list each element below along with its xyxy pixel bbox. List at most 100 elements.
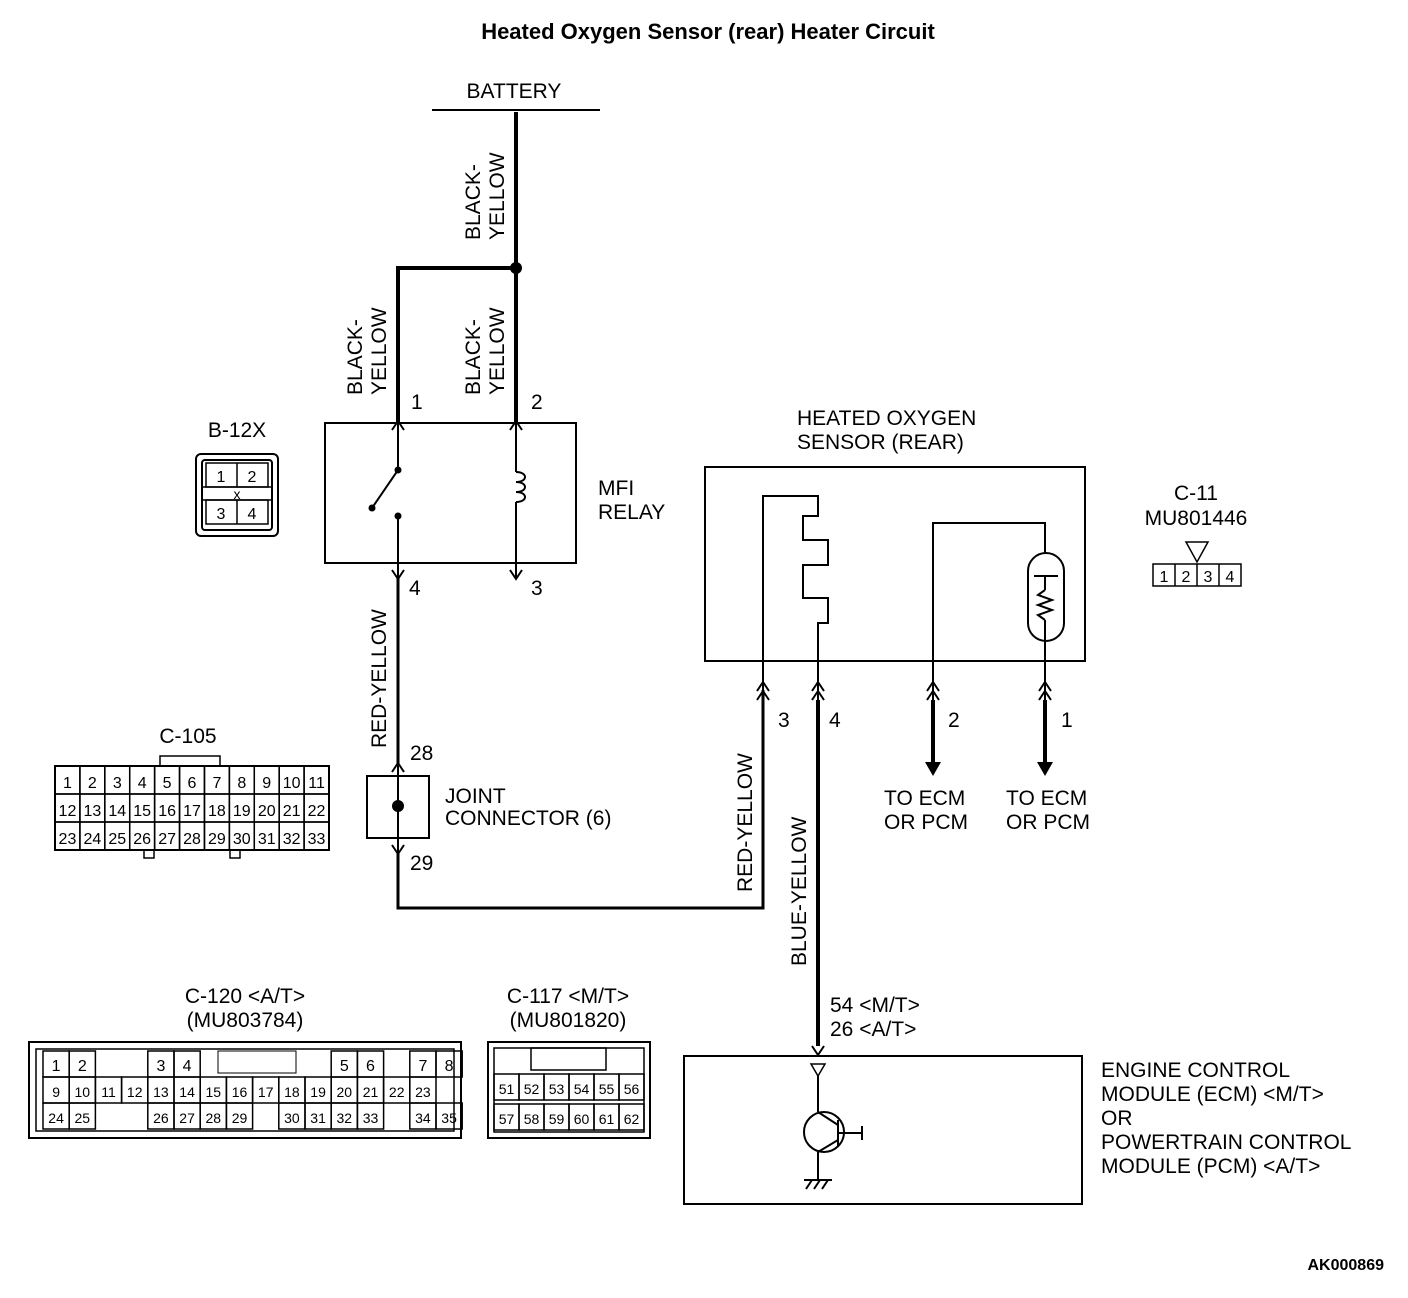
connector-pin-label: 2 [78,1058,87,1075]
c120-part: (MU803784) [187,1009,304,1032]
relay-label-2: RELAY [598,501,665,524]
connector-pin-label: 12 [59,803,77,820]
connector-pin-label: 11 [308,775,325,792]
connector-pin-label: 14 [108,803,126,820]
connector-pin-label: 6 [366,1058,375,1075]
connector-pin-label: 28 [183,831,201,848]
connector-pin-label: 35 [441,1110,457,1126]
connector-pin-label: 16 [232,1084,248,1100]
connector-pin-label: 51 [499,1081,515,1097]
ecm-module: ENGINE CONTROL MODULE (ECM) <M/T> OR POW… [683,1045,1351,1205]
connector-pin-label: 25 [108,831,126,848]
svg-text:3: 3 [217,506,226,523]
connector-pin-label: 15 [206,1084,222,1100]
battery-label: BATTERY [467,80,562,103]
connector-pin-label: 16 [158,803,176,820]
joint-pin-29: 29 [410,852,433,875]
relay-pin-3: 3 [531,577,543,600]
wire-label-sensor-to-ecm: BLUE-YELLOW [788,816,811,966]
relay-label-1: MFI [598,477,634,500]
wire-label-joint-to-sensor: RED-YELLOW [734,753,757,892]
connector-pin-label: 22 [389,1084,405,1100]
wire-label-relay-to-joint: RED-YELLOW [368,609,391,748]
connector-pin-label: 58 [524,1111,540,1127]
connector-pin-label: 53 [549,1081,565,1097]
diagram-code: AK000869 [1308,1257,1385,1274]
connector-cell [435,1102,463,1130]
sensor-pin-4: 4 [829,709,841,732]
connector-pin-label: 29 [232,1110,248,1126]
connector-pin-label: 13 [153,1084,169,1100]
connector-pin-label: 5 [163,775,172,792]
svg-text:26 <A/T>: 26 <A/T> [830,1018,916,1041]
connector-pin-label: 29 [208,831,226,848]
connector-pin-label: 27 [158,831,176,848]
connector-pin-label: 18 [208,803,226,820]
svg-text:1: 1 [217,469,226,486]
connector-pin-label: 19 [233,803,251,820]
connector-pin-label: 5 [340,1058,349,1075]
connector-pin-label: 14 [179,1084,195,1100]
connector-pin-label: 17 [183,803,201,820]
svg-text:2: 2 [1182,569,1191,586]
connector-pin-label: 8 [445,1058,454,1075]
ecm-label-4: POWERTRAIN CONTROL [1101,1131,1351,1154]
connector-pin-label: 24 [83,831,101,848]
connector-cell [225,1102,254,1130]
b12x-name: B-12X [208,419,266,442]
connector-b12x: B-12X 1 2 x 3 4 [195,419,279,537]
connector-pin-label: 62 [624,1111,640,1127]
connector-pin-label: 31 [258,831,276,848]
connector-pin-label: 15 [133,803,151,820]
wire-label-relay-pin1: BLACK- YELLOW [344,307,391,395]
svg-text:BLUE-YELLOW: BLUE-YELLOW [788,816,811,966]
relay-pin-4: 4 [409,577,421,600]
connector-pin-label: 23 [59,831,77,848]
joint-connector: 28 29 JOINT CONNECTOR (6) [366,742,611,875]
connector-pin-label: 26 [153,1110,169,1126]
connector-pin-label: 34 [415,1110,431,1126]
connector-cell [303,821,330,851]
svg-text:YELLOW: YELLOW [486,307,509,395]
connector-pin-label: 21 [363,1084,379,1100]
connector-cell [435,1050,463,1078]
ecm-pin-label: 54 <M/T> 26 <A/T> [830,994,920,1041]
connector-pin-label: 20 [258,803,276,820]
connector-pin-label: 61 [599,1111,615,1127]
svg-text:54 <M/T>: 54 <M/T> [830,994,920,1017]
c11-name: C-11 [1174,482,1218,505]
ecm-label-5: MODULE (PCM) <A/T> [1101,1155,1320,1178]
svg-text:TO ECM: TO ECM [884,787,965,810]
svg-text:BLACK-: BLACK- [462,319,485,395]
wire-label-relay-pin2: BLACK- YELLOW [462,307,509,395]
connector-pin-label: 7 [212,775,221,792]
connector-pin-label: 32 [283,831,301,848]
connector-pin-label: 1 [63,775,72,792]
wire-label-battery-main: BLACK- YELLOW [462,152,509,240]
connector-pin-label: 17 [258,1084,274,1100]
svg-text:OR PCM: OR PCM [884,811,968,834]
connector-pin-label: 33 [308,831,326,848]
svg-text:4: 4 [1226,569,1235,586]
connector-pin-label: 56 [624,1081,640,1097]
connector-pin-label: 32 [337,1110,353,1126]
heated-oxygen-sensor: HEATED OXYGEN SENSOR (REAR) 3 4 2 1 [704,407,1086,732]
c105-name: C-105 [159,725,216,748]
diagram-title: Heated Oxygen Sensor (rear) Heater Circu… [481,19,935,44]
ecm-label-1: ENGINE CONTROL [1101,1059,1290,1082]
svg-text:2: 2 [248,469,257,486]
connector-pin-label: 55 [599,1081,615,1097]
c117-part: (MU801820) [510,1009,627,1032]
connector-pin-label: 31 [310,1110,326,1126]
c117-name: C-117 <M/T> [507,985,629,1008]
arrow-to-ecm-2 [1037,762,1053,776]
mfi-relay: 1 2 4 3 MFI RELAY [324,391,665,600]
svg-text:BLACK-: BLACK- [344,319,367,395]
sensor-pin-1: 1 [1061,709,1073,732]
connector-pin-label: 21 [283,803,301,820]
connector-pin-label: 4 [183,1058,192,1075]
connector-pin-label: 18 [284,1084,300,1100]
